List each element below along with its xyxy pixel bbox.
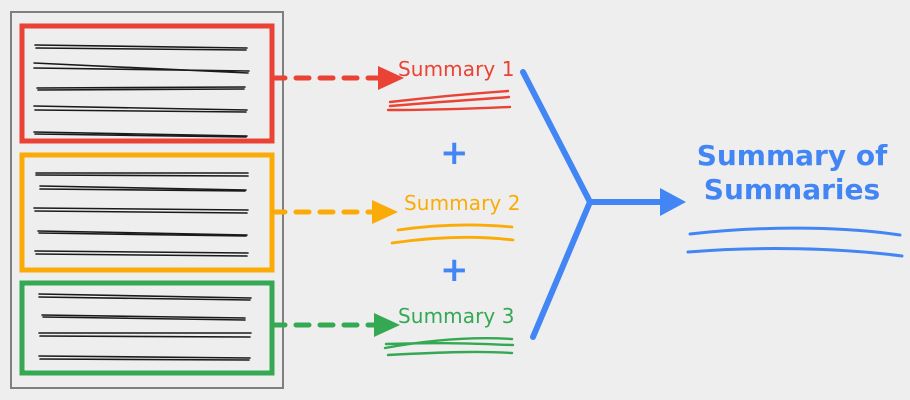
connector-1 bbox=[269, 66, 404, 90]
summary-1-lines bbox=[386, 89, 512, 112]
summary-1-label[interactable]: Summary 1 bbox=[398, 57, 515, 81]
summary-3-lines bbox=[383, 336, 515, 357]
plus-operator-1: + bbox=[440, 133, 469, 173]
document-2-text-lines bbox=[33, 172, 249, 257]
document-1-box[interactable] bbox=[19, 23, 275, 144]
source-documents-container bbox=[10, 11, 284, 389]
document-3-text-lines bbox=[38, 293, 252, 361]
summary-of-summaries-title-line-1: Summary of bbox=[696, 139, 888, 172]
plus-operator-2: + bbox=[440, 250, 469, 290]
document-1-text-lines bbox=[33, 44, 250, 138]
connector-2 bbox=[269, 200, 398, 224]
summary-of-summaries-title[interactable]: Summary of Summaries bbox=[662, 139, 910, 207]
connector-3 bbox=[269, 313, 400, 337]
summary-2-lines bbox=[390, 223, 515, 245]
summary-of-summaries-lines bbox=[686, 226, 904, 258]
document-3-box[interactable] bbox=[19, 280, 275, 376]
summary-of-summaries-title-line-2: Summaries bbox=[703, 173, 881, 207]
summary-3-label[interactable]: Summary 3 bbox=[398, 304, 515, 328]
summary-2-label[interactable]: Summary 2 bbox=[404, 191, 521, 215]
merge-arrow bbox=[520, 69, 686, 340]
